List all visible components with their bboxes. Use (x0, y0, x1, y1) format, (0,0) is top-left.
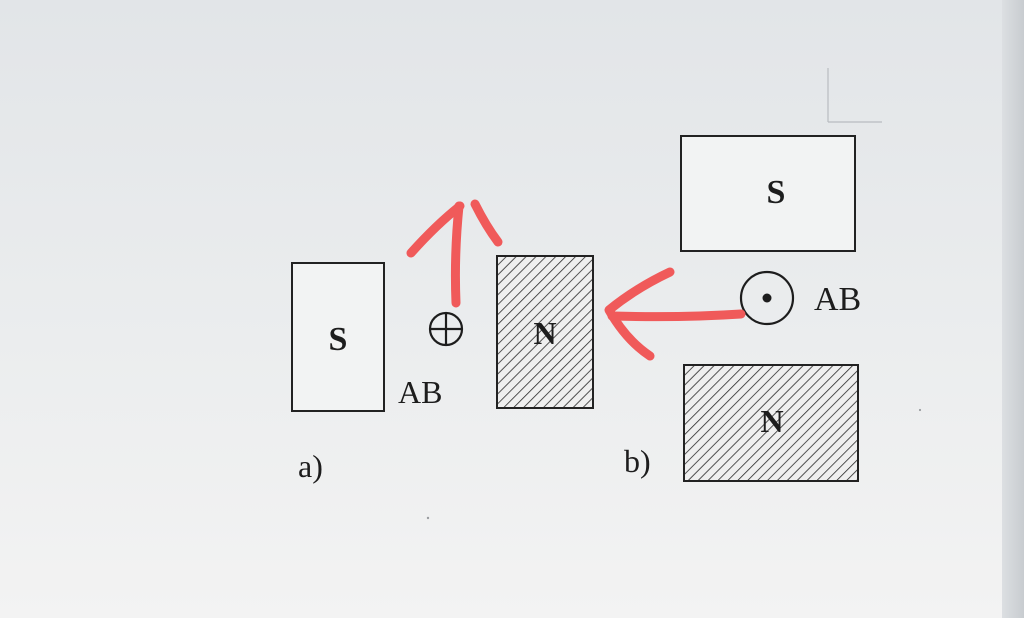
print-speck (918, 408, 922, 412)
magnet-s-top (680, 135, 856, 252)
magnet-n-bottom-label: N (760, 403, 783, 439)
force-arrow-up-icon (406, 199, 503, 308)
conductor-ab-label-a: AB (398, 374, 442, 410)
caption-a: a) (298, 448, 323, 484)
print-speck (426, 516, 430, 520)
magnet-s-left (291, 262, 385, 412)
current-into-page-icon (428, 311, 464, 347)
magnet-s-top-label: S (767, 174, 786, 211)
caption-b: b) (624, 443, 651, 479)
conductor-ab-label-b: AB (814, 281, 861, 318)
magnet-n-right-label: N (533, 315, 556, 351)
part-b: S N AB b) (624, 135, 861, 482)
magnet-n-right (496, 255, 594, 409)
force-arrow-left-icon (604, 267, 746, 361)
part-a: S N AB a) (291, 255, 594, 484)
magnet-s-left-label: S (329, 321, 348, 358)
page-edge-shadow (1002, 0, 1024, 618)
magnet-n-bottom (683, 364, 859, 482)
current-out-of-page-icon (739, 270, 795, 326)
page-corner-mark (827, 68, 882, 123)
